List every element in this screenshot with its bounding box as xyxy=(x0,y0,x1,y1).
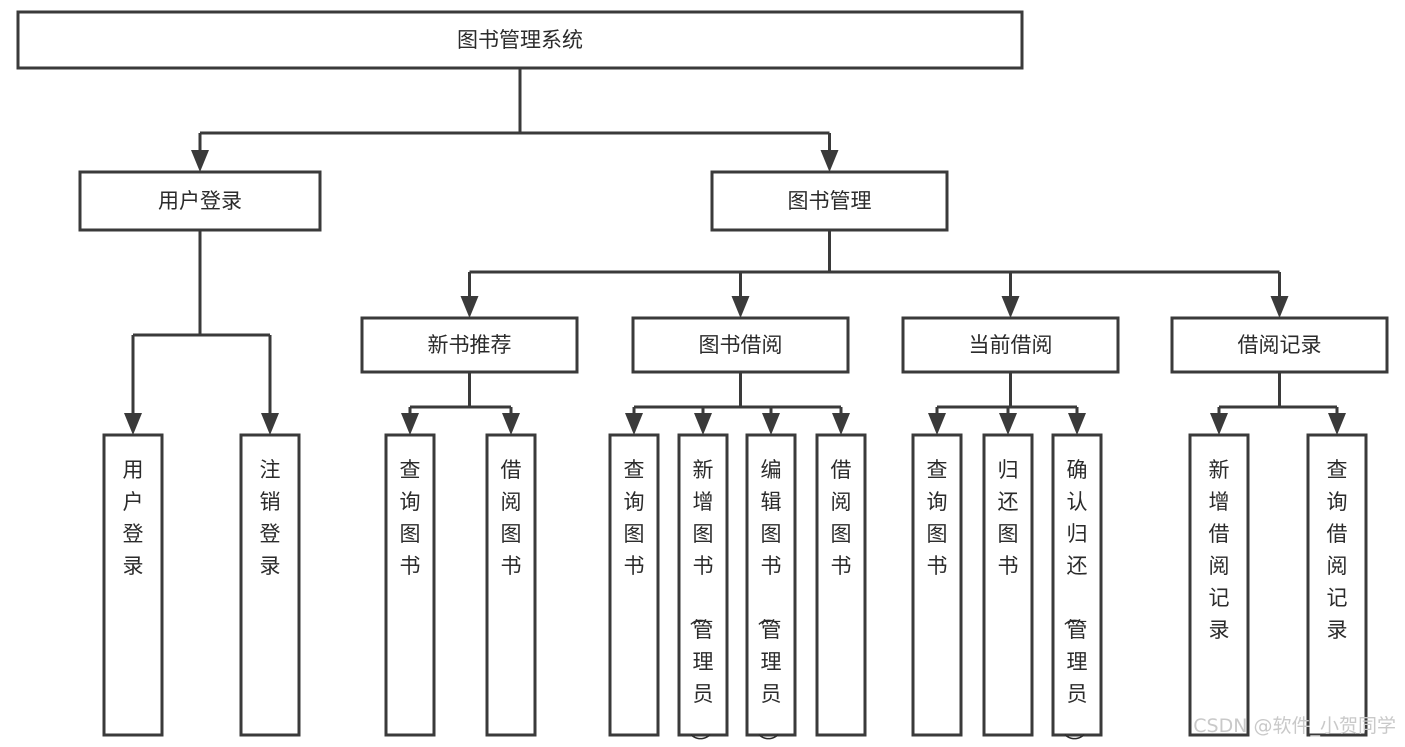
connector-arrowhead-icon xyxy=(832,413,850,435)
diagram-node-root[interactable]: 图书管理系统 xyxy=(16,10,1024,70)
connector-arrowhead-icon xyxy=(1328,413,1346,435)
node-box xyxy=(677,433,729,737)
node-box xyxy=(608,433,660,737)
diagram-node-l2_2[interactable]: 当前借阅 xyxy=(901,316,1120,374)
connector-arrowhead-icon xyxy=(401,413,419,435)
node-box xyxy=(815,433,867,737)
node-box xyxy=(1051,433,1103,737)
node-label: 当前借阅 xyxy=(969,333,1053,357)
connector-arrowhead-icon xyxy=(191,150,209,172)
node-label: 归还图书 xyxy=(998,458,1019,578)
diagram-node-leaf_5[interactable]: 新增图书（管理员） xyxy=(677,433,729,747)
node-label: 查询借阅记录 xyxy=(1327,458,1348,642)
diagram-node-leaf_7[interactable]: 借阅图书 xyxy=(815,433,867,737)
node-box xyxy=(102,433,164,737)
connector-arrowhead-icon xyxy=(999,413,1017,435)
node-box xyxy=(982,433,1034,737)
connector-arrowhead-icon xyxy=(502,413,520,435)
node-label: 图书借阅 xyxy=(699,333,783,357)
diagram-node-leaf_6[interactable]: 编辑图书（管理员） xyxy=(745,433,797,747)
node-box xyxy=(485,433,537,737)
node-box xyxy=(901,316,1120,374)
diagram-node-leaf_12[interactable]: 查询借阅记录 xyxy=(1306,433,1368,737)
node-label: 借阅图书 xyxy=(501,458,522,578)
diagram-node-leaf_4[interactable]: 查询图书 xyxy=(608,433,660,737)
diagram-node-l2_1[interactable]: 图书借阅 xyxy=(631,316,850,374)
connector-arrowhead-icon xyxy=(762,413,780,435)
node-box xyxy=(911,433,963,737)
diagram-node-leaf_3[interactable]: 借阅图书 xyxy=(485,433,537,737)
connector-arrowhead-icon xyxy=(1068,413,1086,435)
node-layer: 图书管理系统用户登录图书管理新书推荐图书借阅当前借阅借阅记录用户登录注销登录查询… xyxy=(16,10,1389,747)
node-label: 注销登录 xyxy=(260,458,281,578)
node-box xyxy=(16,10,1024,70)
node-box xyxy=(1188,433,1250,737)
diagram-node-l1_0[interactable]: 用户登录 xyxy=(78,170,322,232)
node-box xyxy=(745,433,797,737)
node-box xyxy=(1306,433,1368,737)
diagram-node-l1_1[interactable]: 图书管理 xyxy=(710,170,949,232)
node-label: 借阅图书 xyxy=(831,458,852,578)
connector-arrowhead-icon xyxy=(731,296,750,318)
node-label: 图书管理系统 xyxy=(457,28,583,52)
diagram-node-l2_3[interactable]: 借阅记录 xyxy=(1170,316,1389,374)
connector-arrowhead-icon xyxy=(1270,296,1289,318)
node-box xyxy=(78,170,322,232)
connector-arrowhead-icon xyxy=(1001,296,1020,318)
node-box xyxy=(239,433,301,737)
connector-arrowhead-icon xyxy=(820,150,839,172)
node-label: 查询图书 xyxy=(400,458,421,578)
diagram-node-leaf_1[interactable]: 注销登录 xyxy=(239,433,301,737)
node-box xyxy=(384,433,436,737)
diagram-node-leaf_10[interactable]: 确认归还（管理员） xyxy=(1051,433,1103,747)
node-label: 查询图书 xyxy=(624,458,645,578)
node-label: 借阅记录 xyxy=(1238,333,1322,357)
connector-arrowhead-icon xyxy=(694,413,712,435)
node-label: 用户登录 xyxy=(123,458,144,578)
node-label: 编辑图书（管理员） xyxy=(756,458,782,747)
diagram-node-l2_0[interactable]: 新书推荐 xyxy=(360,316,579,374)
diagram-node-leaf_2[interactable]: 查询图书 xyxy=(384,433,436,737)
node-box xyxy=(710,170,949,232)
diagram-node-leaf_0[interactable]: 用户登录 xyxy=(102,433,164,737)
diagram-node-leaf_9[interactable]: 归还图书 xyxy=(982,433,1034,737)
connector-arrowhead-icon xyxy=(928,413,946,435)
node-label: 用户登录 xyxy=(158,189,242,213)
csdn-watermark: CSDN @软件_小贺同学 xyxy=(1193,715,1396,737)
connector-arrowhead-icon xyxy=(261,413,279,435)
node-box xyxy=(631,316,850,374)
connector-layer xyxy=(124,68,1346,435)
node-box xyxy=(360,316,579,374)
diagram-node-leaf_8[interactable]: 查询图书 xyxy=(911,433,963,737)
diagram-node-leaf_11[interactable]: 新增借阅记录 xyxy=(1188,433,1250,737)
connector-arrowhead-icon xyxy=(1210,413,1228,435)
node-label: 新增图书（管理员） xyxy=(688,458,714,747)
node-label: 查询图书 xyxy=(927,458,948,578)
node-label: 新书推荐 xyxy=(428,333,512,357)
connector-arrowhead-icon xyxy=(460,296,479,318)
node-label: 新增借阅记录 xyxy=(1209,458,1230,642)
connector-arrowhead-icon xyxy=(124,413,142,435)
node-box xyxy=(1170,316,1389,374)
node-label: 确认归还（管理员） xyxy=(1062,458,1088,747)
connector-arrowhead-icon xyxy=(625,413,643,435)
node-label: 图书管理 xyxy=(788,189,872,213)
